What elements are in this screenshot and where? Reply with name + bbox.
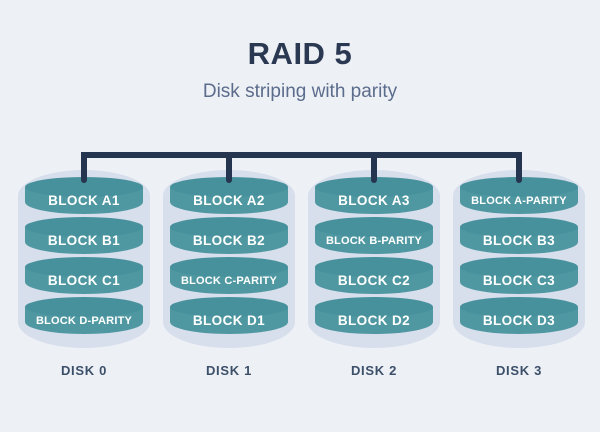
block-segment: BLOCK D2 <box>315 297 433 334</box>
block-label: BLOCK D1 <box>192 313 266 328</box>
disk-cylinder: BLOCK A3 BLOCK B-PARITY BLOCK C2 BLOCK D2 <box>308 170 440 348</box>
bus-drop-line <box>226 152 232 183</box>
cylinder-top-ellipse-icon <box>170 217 288 237</box>
cylinder-top-ellipse-icon <box>25 177 143 197</box>
cylinder-top-ellipse-icon <box>460 257 578 277</box>
block-segment: BLOCK C-PARITY <box>170 257 288 294</box>
disk-name-label: DISK 1 <box>205 363 253 378</box>
block-label: BLOCK D-PARITY <box>35 314 133 327</box>
diagram-subtitle: Disk striping with parity <box>202 81 398 102</box>
block-segment: BLOCK B3 <box>460 217 578 254</box>
block-segment: BLOCK D3 <box>460 297 578 334</box>
disk-0: BLOCK A1 BLOCK B1 BLOCK C1 BLOCK D-PARITY DI… <box>18 152 150 378</box>
cylinder-top-ellipse-icon <box>460 297 578 317</box>
bus-drop-line <box>516 152 522 183</box>
block-label: BLOCK A2 <box>193 193 265 208</box>
block-label: BLOCK C-PARITY <box>180 274 278 287</box>
diagram-title: RAID 5 <box>247 36 353 71</box>
disk-3: BLOCK A-PARITY BLOCK B3 BLOCK C3 BLOCK D3 DI… <box>453 152 585 378</box>
cylinder-top-ellipse-icon <box>460 177 578 197</box>
block-segment: BLOCK A3 <box>315 177 433 214</box>
bus-horizontal-line <box>81 152 522 158</box>
block-label: BLOCK B-PARITY <box>325 234 423 247</box>
block-label: BLOCK C1 <box>47 273 121 288</box>
block-segment: BLOCK B-PARITY <box>315 217 433 254</box>
cylinder-top-ellipse-icon <box>315 257 433 277</box>
cylinder-top-ellipse-icon <box>25 297 143 317</box>
block-segment: BLOCK C1 <box>25 257 143 294</box>
block-label: BLOCK B1 <box>47 233 121 248</box>
cylinder-top-ellipse-icon <box>460 217 578 237</box>
block-label: BLOCK B2 <box>192 233 266 248</box>
cylinder-top-ellipse-icon <box>315 217 433 237</box>
block-segment: BLOCK C3 <box>460 257 578 294</box>
disk-cylinder: BLOCK A2 BLOCK B2 BLOCK C-PARITY BLOCK D1 <box>163 170 295 348</box>
cylinder-top-ellipse-icon <box>315 297 433 317</box>
block-label: BLOCK B3 <box>482 233 556 248</box>
block-label: BLOCK D2 <box>337 313 411 328</box>
cylinder-top-ellipse-icon <box>170 177 288 197</box>
cylinder-top-ellipse-icon <box>25 217 143 237</box>
disks-row: BLOCK A1 BLOCK B1 BLOCK C1 BLOCK D-PARITY DI… <box>18 152 585 378</box>
disk-cylinder: BLOCK A-PARITY BLOCK B3 BLOCK C3 BLOCK D3 <box>453 170 585 348</box>
block-label: BLOCK A-PARITY <box>471 194 567 207</box>
block-segment: BLOCK A1 <box>25 177 143 214</box>
disk-1: BLOCK A2 BLOCK B2 BLOCK C-PARITY BLOCK D1 DI… <box>163 152 295 378</box>
block-label: BLOCK A1 <box>48 193 120 208</box>
block-segment: BLOCK C2 <box>315 257 433 294</box>
block-segment: BLOCK A2 <box>170 177 288 214</box>
block-segment: BLOCK A-PARITY <box>460 177 578 214</box>
block-label: BLOCK C3 <box>482 273 556 288</box>
block-label: BLOCK C2 <box>337 273 411 288</box>
disk-2: BLOCK A3 BLOCK B-PARITY BLOCK C2 BLOCK D2 DI… <box>308 152 440 378</box>
disk-name-label: DISK 0 <box>60 363 108 378</box>
bus-drop-line <box>81 152 87 183</box>
block-segment: BLOCK B2 <box>170 217 288 254</box>
cylinder-top-ellipse-icon <box>25 257 143 277</box>
block-label: BLOCK A3 <box>338 193 410 208</box>
block-label: BLOCK D3 <box>482 313 556 328</box>
disk-cylinder: BLOCK A1 BLOCK B1 BLOCK C1 BLOCK D-PARITY <box>18 170 150 348</box>
block-segment: BLOCK D1 <box>170 297 288 334</box>
bus-drop-line <box>371 152 377 183</box>
disk-name-label: DISK 2 <box>350 363 398 378</box>
cylinder-top-ellipse-icon <box>170 257 288 277</box>
disk-name-label: DISK 3 <box>495 363 543 378</box>
cylinder-top-ellipse-icon <box>315 177 433 197</box>
cylinder-top-ellipse-icon <box>170 297 288 317</box>
block-segment: BLOCK B1 <box>25 217 143 254</box>
block-segment: BLOCK D-PARITY <box>25 297 143 334</box>
